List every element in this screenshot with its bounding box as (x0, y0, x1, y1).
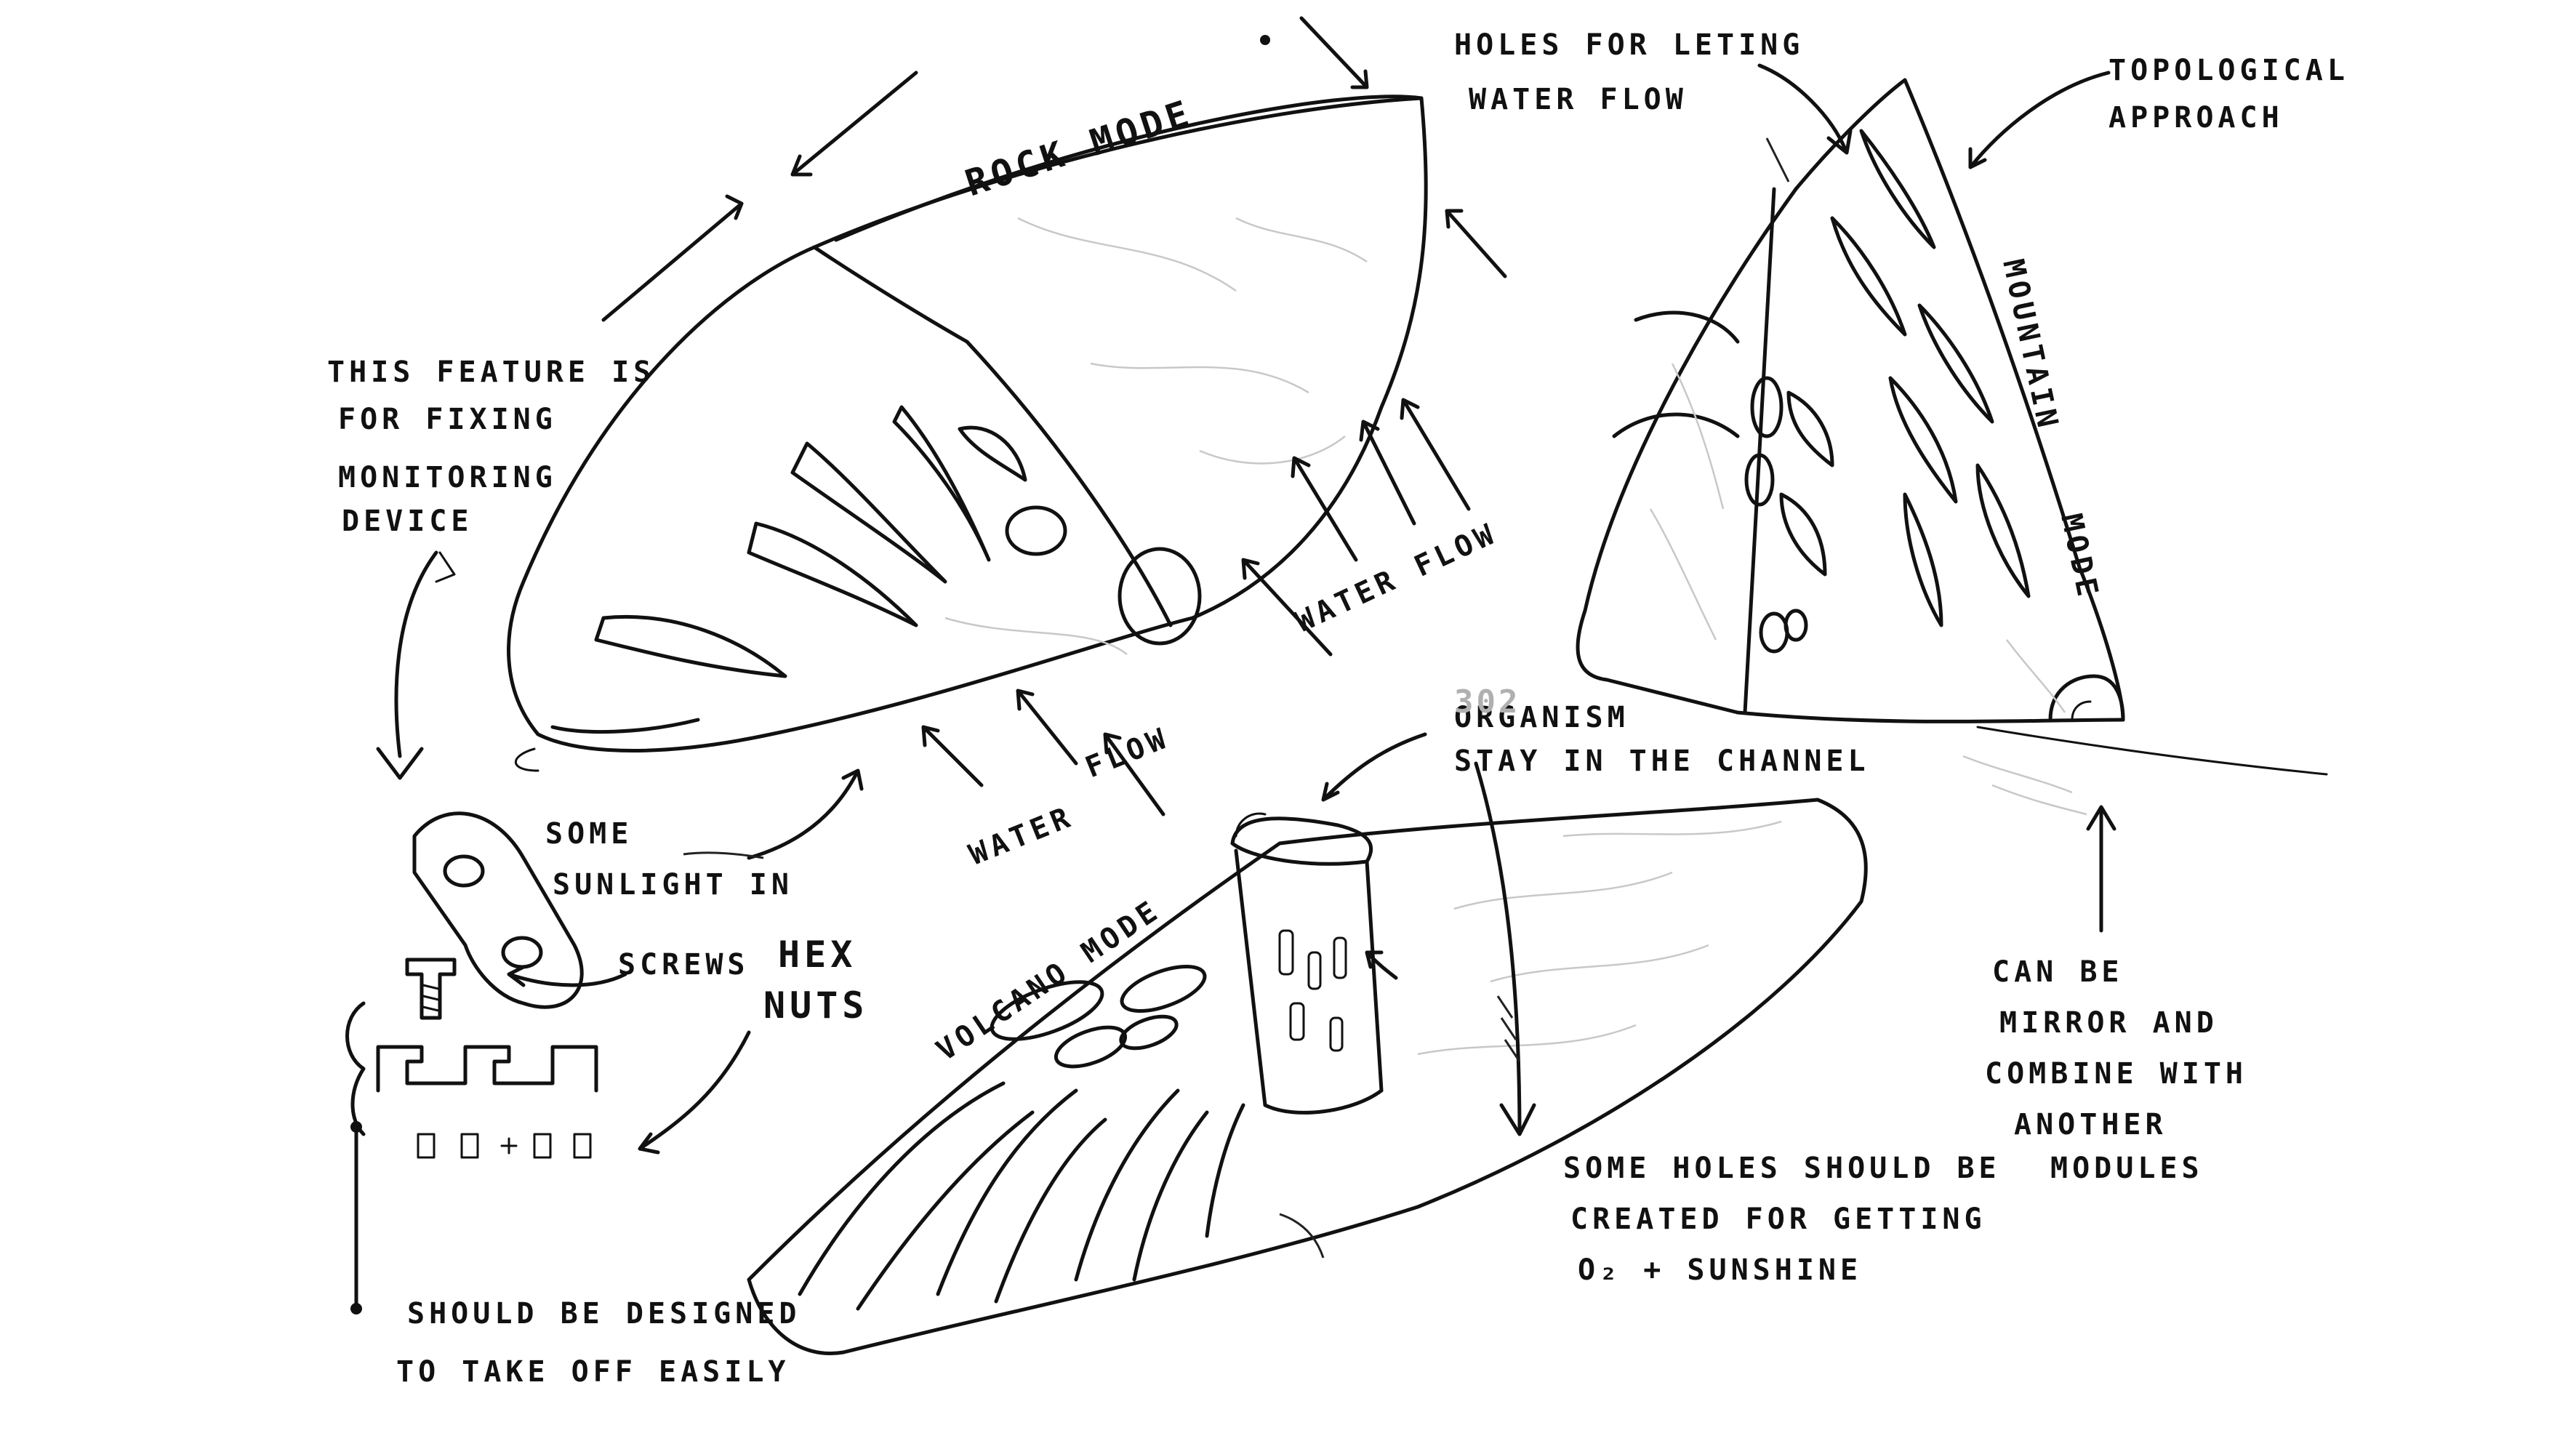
screws-label: SCREWS (618, 948, 750, 982)
ground-line (1976, 726, 2328, 776)
organism-label-line2: STAY IN THE CHANNEL (1454, 744, 1870, 778)
mountain-mode-label: MODE (2054, 511, 2105, 603)
feature-label-line2: FOR FIXING (338, 403, 557, 436)
volcano-mode-module (747, 798, 1868, 1355)
holes2-label-line2: CREATED FOR GETTING (1570, 1203, 1986, 1236)
mirror-label-line5: MODULES (2050, 1152, 2204, 1185)
mirror-label-line2: MIRROR AND (1999, 1006, 2218, 1040)
topological-label-line2: APPROACH (2108, 101, 2284, 135)
sunlight-label-line1: SOME (545, 817, 633, 851)
topological-label-line1: TOPOLOGICAL (2108, 54, 2349, 87)
mirror-label-line3: COMBINE WITH (1985, 1057, 2247, 1091)
water-flow-label-bottom: WATER (965, 800, 1079, 872)
feature-label-line1: THIS FEATURE IS (327, 356, 655, 389)
sunlight-label-line2: SUNLIGHT IN (553, 868, 793, 902)
mirror-label-line1: CAN BE (1992, 955, 2124, 989)
water-flow-label-right: WATER FLOW (1291, 516, 1503, 639)
mountain-mode-module (1576, 78, 2125, 723)
design-label-line1: SHOULD BE DESIGNED (407, 1297, 801, 1330)
holes2-label-line1: SOME HOLES SHOULD BE (1563, 1152, 2001, 1185)
faint-mark: 302 (1454, 683, 1520, 721)
volcano-mode-label: VOLCANO MODE (931, 893, 1167, 1067)
feature-label-line3: MONITORING (338, 461, 557, 494)
hex-nut-channel (345, 1001, 598, 1159)
screw-icon (405, 958, 457, 1020)
feature-label-line4: DEVICE (342, 505, 473, 538)
organism-label-line1: ORGANISM (1454, 701, 1629, 734)
water-flow-arrows (921, 398, 1471, 816)
holes-label-line1: HOLES FOR LETING (1454, 28, 1804, 62)
direction-arrows (601, 16, 1507, 322)
design-label-line2: TO TAKE OFF EASILY (396, 1355, 790, 1389)
water-flow-label-bottom-2: FLOW (1081, 721, 1175, 785)
hex-label-line2: NUTS (763, 984, 868, 1027)
mirror-label-line4: ANOTHER (2014, 1108, 2167, 1141)
hex-label-line1: HEX (778, 934, 856, 976)
rock-mode-label: ROCK MODE (960, 92, 1198, 205)
annotation-arrows (376, 63, 2116, 1155)
guide-line (350, 1121, 362, 1314)
rock-mode-module (507, 95, 1428, 772)
volcano-hatch (1279, 1213, 1325, 1259)
holes-label-line2: WATER FLOW (1469, 83, 1688, 116)
holes2-label-line3: O₂ + SUNSHINE (1578, 1253, 1862, 1287)
